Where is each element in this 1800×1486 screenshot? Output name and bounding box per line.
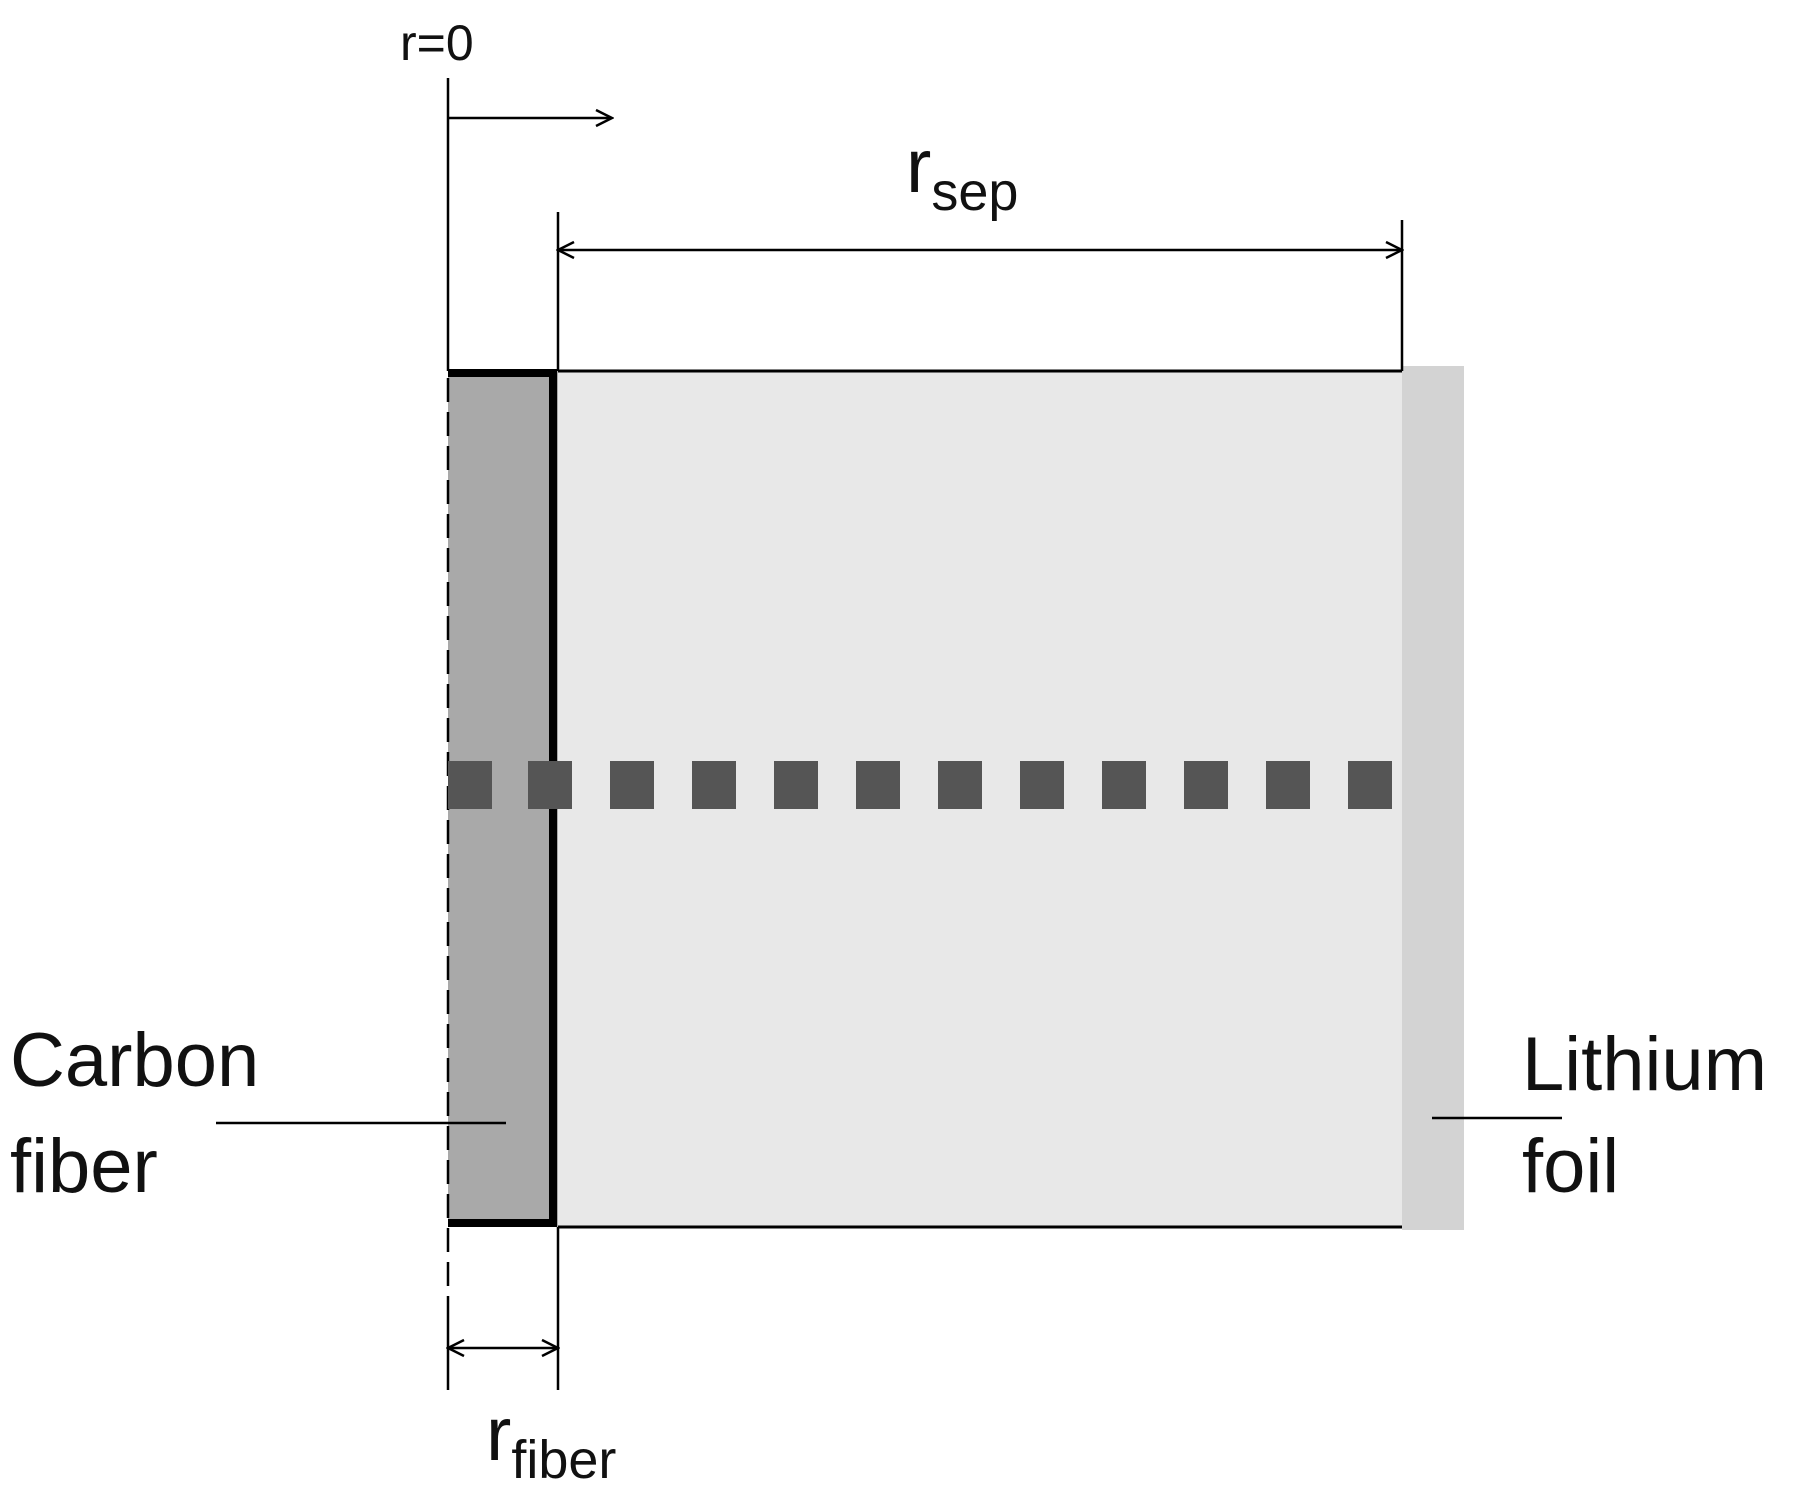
lithium-foil-label-line1: Lithium: [1522, 1022, 1767, 1107]
r-sep-label: rsep: [906, 124, 1018, 222]
mesh-node-5: [774, 761, 818, 809]
origin-label: r=0: [400, 15, 474, 71]
mesh-node-1: [448, 761, 492, 809]
carbon-fiber-label-line1: Carbon: [10, 1018, 259, 1103]
r-fiber-subscript: fiber: [511, 1430, 616, 1486]
mesh-node-2: [528, 761, 572, 809]
mesh-node-12: [1348, 761, 1392, 809]
lithium-foil-label-line2: foil: [1522, 1124, 1619, 1209]
r-fiber-label: rfiber: [486, 1392, 616, 1486]
mesh-node-6: [856, 761, 900, 809]
r-fiber-symbol: r: [486, 1392, 511, 1477]
lithium-foil-region: [1402, 366, 1464, 1230]
mesh-node-3: [610, 761, 654, 809]
r-sep-subscript: sep: [931, 162, 1018, 222]
mesh-node-4: [692, 761, 736, 809]
mesh-node-7: [938, 761, 982, 809]
carbon-fiber-label-line2: fiber: [10, 1124, 158, 1209]
mesh-node-9: [1102, 761, 1146, 809]
r-sep-symbol: r: [906, 124, 931, 209]
mesh-node-11: [1266, 761, 1310, 809]
mesh-node-row: [448, 761, 1392, 809]
mesh-node-10: [1184, 761, 1228, 809]
mesh-node-8: [1020, 761, 1064, 809]
